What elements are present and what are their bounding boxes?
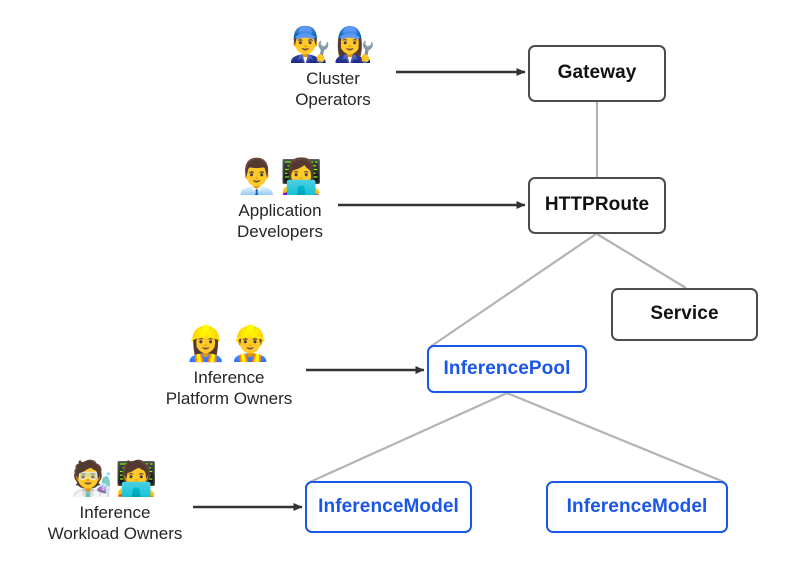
persona-label-line2: Operators (295, 90, 371, 110)
node-httproute[interactable]: HTTPRoute (528, 177, 666, 234)
node-httproute-label: HTTPRoute (544, 194, 650, 216)
persona-label-line2: Workload Owners (47, 524, 183, 544)
node-service-label: Service (650, 303, 719, 325)
scientist-technologist-pair-icon: 🧑‍🔬🧑‍💻 (70, 459, 160, 499)
node-inferencemodel-2-label: InferenceModel (566, 495, 708, 517)
node-inferencemodel-1[interactable]: InferenceModel (305, 481, 472, 533)
node-gateway-label: Gateway (557, 62, 637, 84)
edge-httproute-inferencepool (429, 233, 597, 348)
persona-app-developers: 👨‍💼👩‍💻 Application Developers (175, 160, 385, 243)
node-inferencepool[interactable]: InferencePool (427, 345, 587, 393)
edge-inferencepool-inferencemodel-1 (309, 391, 508, 484)
edge-httproute-service (596, 233, 687, 289)
persona-label-line1: Cluster (306, 69, 360, 88)
construction-worker-pair-icon: 👷‍♀️👷‍♂️ (184, 324, 274, 364)
persona-inference-platform-owners-label: Inference Platform Owners (166, 367, 293, 410)
persona-inference-workload-owners: 🧑‍🔬🧑‍💻 Inference Workload Owners (10, 462, 220, 545)
persona-label-line1: Inference (79, 503, 151, 522)
persona-inference-workload-owners-label: Inference Workload Owners (48, 502, 183, 545)
node-gateway[interactable]: Gateway (528, 45, 666, 102)
persona-label-line1: Application (238, 201, 322, 220)
mechanic-pair-icon: 👨‍🔧👩‍🔧 (288, 25, 378, 65)
persona-cluster-operators: 👨‍🔧👩‍🔧 Cluster Operators (228, 28, 438, 111)
persona-app-developers-label: Application Developers (237, 200, 323, 243)
node-service[interactable]: Service (611, 288, 758, 341)
edge-inferencepool-inferencemodel-2 (506, 391, 725, 484)
persona-cluster-operators-label: Cluster Operators (295, 68, 371, 111)
node-inferencepool-label: InferencePool (443, 357, 571, 379)
node-inferencemodel-2[interactable]: InferenceModel (546, 481, 728, 533)
persona-label-line2: Platform Owners (165, 389, 293, 409)
office-worker-technologist-pair-icon: 👨‍💼👩‍💻 (235, 157, 325, 197)
node-inferencemodel-1-label: InferenceModel (318, 495, 459, 517)
persona-inference-platform-owners: 👷‍♀️👷‍♂️ Inference Platform Owners (124, 327, 334, 410)
persona-label-line2: Developers (237, 222, 323, 242)
persona-label-line1: Inference (193, 368, 265, 387)
